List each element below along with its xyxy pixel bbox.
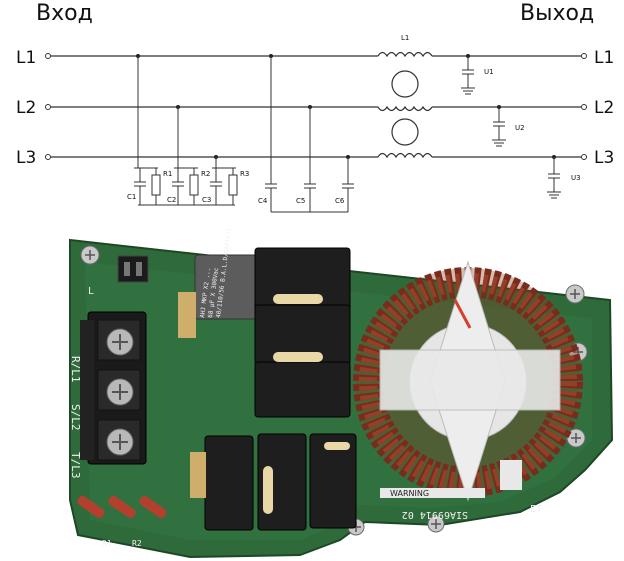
warning-label-strip (380, 488, 485, 498)
output-label-l2: L2 (594, 98, 614, 118)
input-heading: Вход (36, 1, 93, 26)
terminal-out-l1 (581, 53, 587, 59)
silkscreen-r1: R1 (102, 539, 112, 548)
input-label-l3: L3 (16, 148, 36, 168)
output-heading: Выход (520, 1, 594, 26)
silkscreen-l: L (88, 286, 94, 297)
toroidal-choke (353, 260, 583, 502)
terminal-label-r: R/L1 (69, 356, 82, 383)
terminal-label-t: T/L3 (69, 452, 82, 479)
input-label-l1: L1 (16, 48, 36, 68)
r3-label: R3 (240, 170, 249, 178)
terminal-out-l2 (581, 104, 587, 110)
c5-label: C5 (296, 197, 305, 205)
qr-sticker (500, 460, 522, 490)
core-symbol-bottom (391, 118, 419, 146)
yellow-cap-top (178, 292, 196, 338)
pcb-photo: R/L1 S/L2 T/L3 AHJ MKP X2 ... 68 µF X 30… (69, 227, 614, 559)
glue-blob-1 (273, 294, 323, 304)
capacitor-bank-top: AHJ MKP X2 ... 68 µF X 300Vac 40/110/56 … (178, 227, 351, 418)
delta-caps: C4 C5 C6 (258, 56, 354, 213)
schematic: Вход Выход L1 L2 L3 L1 L2 L3 L1 (16, 1, 614, 213)
star-rc-network: R1 R2 R3 C1 C2 C3 (127, 56, 249, 206)
core-symbol-top (391, 70, 419, 98)
output-y-caps: U1 U2 U3 (461, 56, 581, 199)
u3-label: U3 (571, 174, 581, 182)
resistor-array: R1 R2 (77, 495, 167, 548)
input-label-l2: L2 (16, 98, 36, 118)
c3-label: C3 (202, 196, 211, 204)
inductor-label: L1 (401, 34, 409, 42)
silkscreen-r2: R2 (132, 539, 142, 548)
main-wires (51, 55, 581, 158)
terminal-in-l3 (45, 154, 51, 160)
c2-label: C2 (167, 196, 176, 204)
c4-label: C4 (258, 197, 268, 205)
glue-blob-2 (273, 352, 323, 362)
capacitor-bank-bottom (190, 433, 357, 531)
c1-label: C1 (127, 193, 136, 201)
output-label-l1: L1 (594, 48, 614, 68)
board-code: SIA69914 02 (402, 509, 468, 520)
u2-label: U2 (515, 124, 525, 132)
common-mode-choke: L1 (377, 34, 433, 159)
input-terminal-block: R/L1 S/L2 T/L3 (69, 311, 147, 479)
silkscreen-et: ET (530, 504, 542, 515)
terminal-in-l2 (45, 104, 51, 110)
r2-label: R2 (201, 170, 210, 178)
r1-label: R1 (163, 170, 172, 178)
black-capacitor-3 (254, 361, 351, 418)
output-label-l3: L3 (594, 148, 614, 168)
terminal-in-l1 (45, 53, 51, 59)
jumper-header (117, 255, 149, 283)
u1-label: U1 (484, 68, 494, 76)
terminal-out-l3 (581, 154, 587, 160)
yellow-cap-bottom (190, 452, 206, 498)
c6-label: C6 (335, 197, 345, 205)
warning-text: WARNING (390, 489, 429, 498)
terminal-label-s: S/L2 (69, 404, 82, 431)
